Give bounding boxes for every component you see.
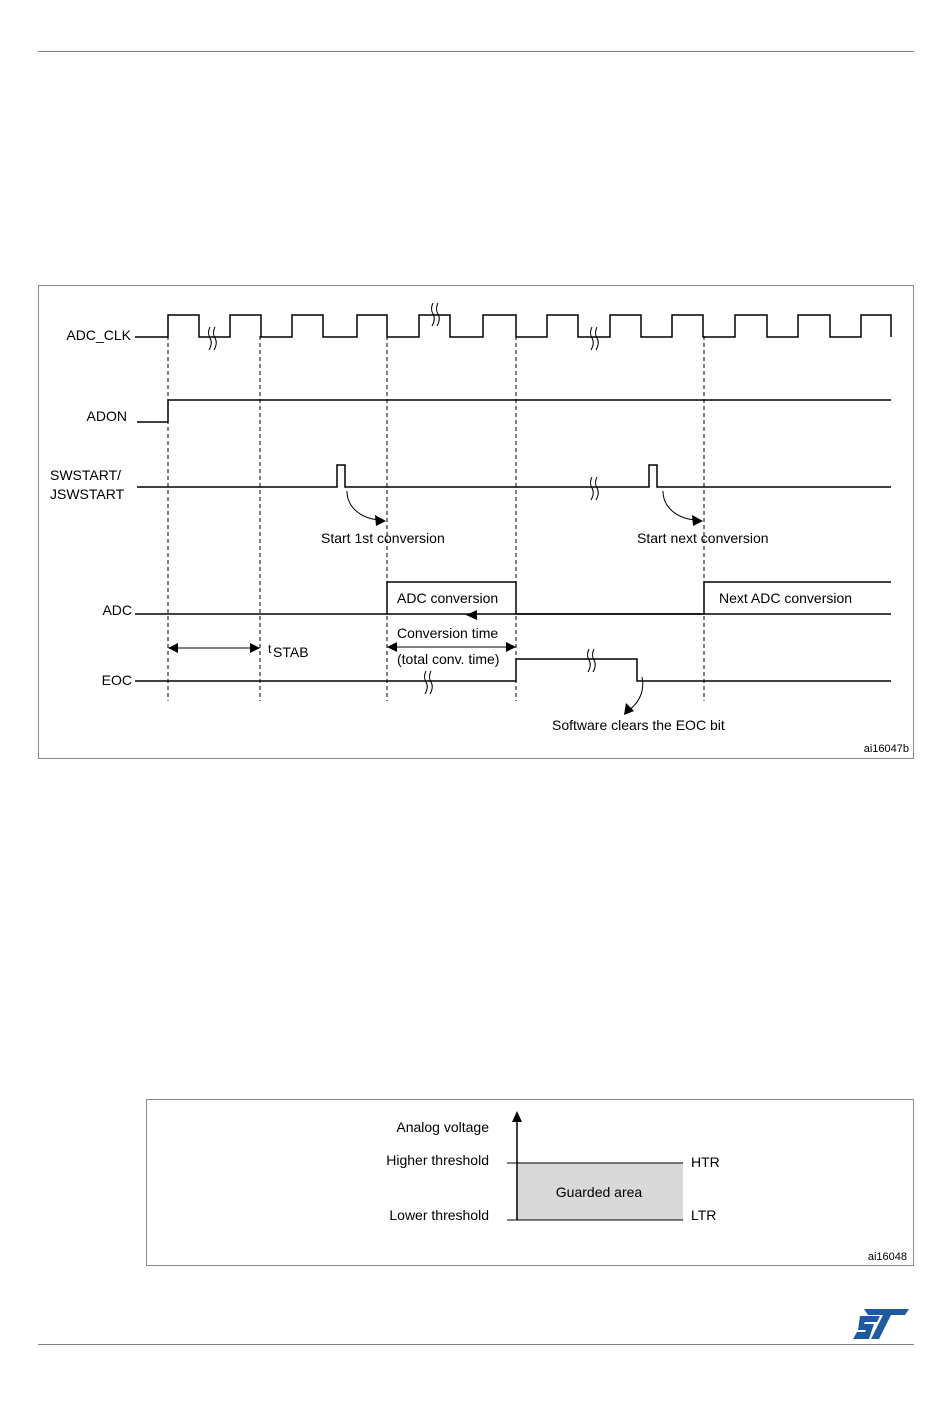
swstart-waveform [137, 465, 891, 487]
label-ltr: LTR [691, 1207, 716, 1223]
start-next-arrow [663, 491, 695, 520]
annotation-conversion-time: Conversion time [397, 625, 498, 641]
annotation-software-clears: Software clears the EOC bit [552, 717, 725, 733]
label-eoc: EOC [102, 672, 132, 688]
start-first-arrow [347, 491, 379, 520]
annotation-total-conv-time: (total conv. time) [397, 651, 499, 667]
figure-id-threshold: ai16048 [868, 1251, 907, 1263]
label-higher-threshold: Higher threshold [386, 1152, 489, 1168]
annotation-next-adc-conversion: Next ADC conversion [719, 590, 852, 606]
st-logo-icon [852, 1308, 910, 1340]
figure-id-timing: ai16047b [864, 743, 909, 755]
annotation-tstab-t: t [268, 642, 272, 656]
adc-clk-waveform [135, 315, 891, 337]
label-htr: HTR [691, 1154, 720, 1170]
label-lower-threshold: Lower threshold [389, 1207, 489, 1223]
voltage-axis-arrowhead [512, 1111, 522, 1122]
annotation-tstab-sub: STAB [273, 644, 309, 660]
swstart-break-marks [591, 477, 599, 500]
annotation-start-first: Start 1st conversion [321, 530, 445, 546]
label-jswstart: JSWSTART [50, 486, 125, 502]
timing-diagram: ADC_CLK ADON SWSTART/ JSWSTART ADC EOC S… [39, 286, 913, 758]
label-adon: ADON [87, 408, 127, 424]
annotation-start-next: Start next conversion [637, 530, 769, 546]
annotation-adc-conversion: ADC conversion [397, 590, 498, 606]
label-swstart: SWSTART/ [50, 467, 121, 483]
timing-diagram-figure: ADC_CLK ADON SWSTART/ JSWSTART ADC EOC S… [38, 285, 914, 759]
threshold-diagram-figure: Analog voltage Higher threshold Lower th… [146, 1099, 914, 1266]
clock-break-marks [209, 303, 599, 350]
software-clears-arrow [628, 677, 643, 711]
label-analog-voltage: Analog voltage [396, 1119, 489, 1135]
label-adc-clk: ADC_CLK [66, 327, 131, 343]
header-rule [38, 51, 914, 52]
label-guarded-area: Guarded area [556, 1184, 643, 1200]
adon-waveform [137, 400, 891, 422]
label-adc: ADC [102, 602, 132, 618]
threshold-diagram: Analog voltage Higher threshold Lower th… [147, 1100, 913, 1265]
footer-rule [38, 1344, 914, 1345]
timing-guides [168, 336, 704, 701]
eoc-waveform [135, 659, 891, 681]
